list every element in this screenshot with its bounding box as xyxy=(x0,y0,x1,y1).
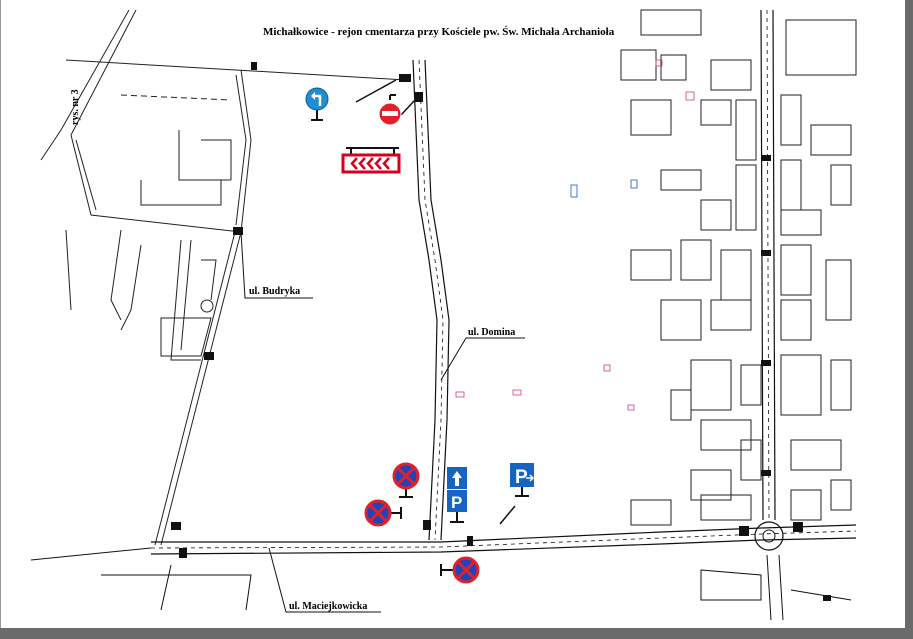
label-leaders xyxy=(240,231,525,613)
right-buildings xyxy=(620,9,857,526)
left-area-lines xyxy=(40,9,407,546)
roundabout-island xyxy=(762,529,776,543)
road-maciejkowicka xyxy=(30,524,857,611)
chevron-board-icon xyxy=(341,147,401,174)
svg-text:P: P xyxy=(515,467,528,488)
no-stopping-sign-icon-2 xyxy=(364,499,402,527)
roundabout xyxy=(754,521,784,551)
street-label-maciejkowicka: ul. Maciejkowicka xyxy=(289,601,367,612)
turn-left-sign-icon xyxy=(305,79,397,121)
no-stopping-sign-icon xyxy=(392,462,420,498)
svg-text:P: P xyxy=(451,493,462,512)
one-way-sign-icon xyxy=(447,467,467,489)
map-title: Michałkowice - rejon cmentarza przy Kośc… xyxy=(263,26,615,38)
junction-markers xyxy=(171,62,831,601)
street-label-domina: ul. Domina xyxy=(468,327,515,338)
roundabout-small xyxy=(200,299,214,313)
no-entry-sign-icon xyxy=(378,94,416,126)
figure-label: rys. nr 3 xyxy=(70,89,81,125)
parking-sign-icon: P xyxy=(447,490,467,523)
road-domina xyxy=(412,59,450,541)
small-markers xyxy=(455,59,695,411)
map-frame: Michałkowice - rejon cmentarza przy Kośc… xyxy=(0,0,905,628)
map-canvas: Michałkowice - rejon cmentarza przy Kośc… xyxy=(30,9,857,621)
parking-sign-icon-2: P xyxy=(499,463,535,525)
road-right-vertical xyxy=(700,9,852,621)
no-stopping-sign-icon-3 xyxy=(440,556,480,584)
street-label-budryka: ul. Budryka xyxy=(249,286,300,297)
